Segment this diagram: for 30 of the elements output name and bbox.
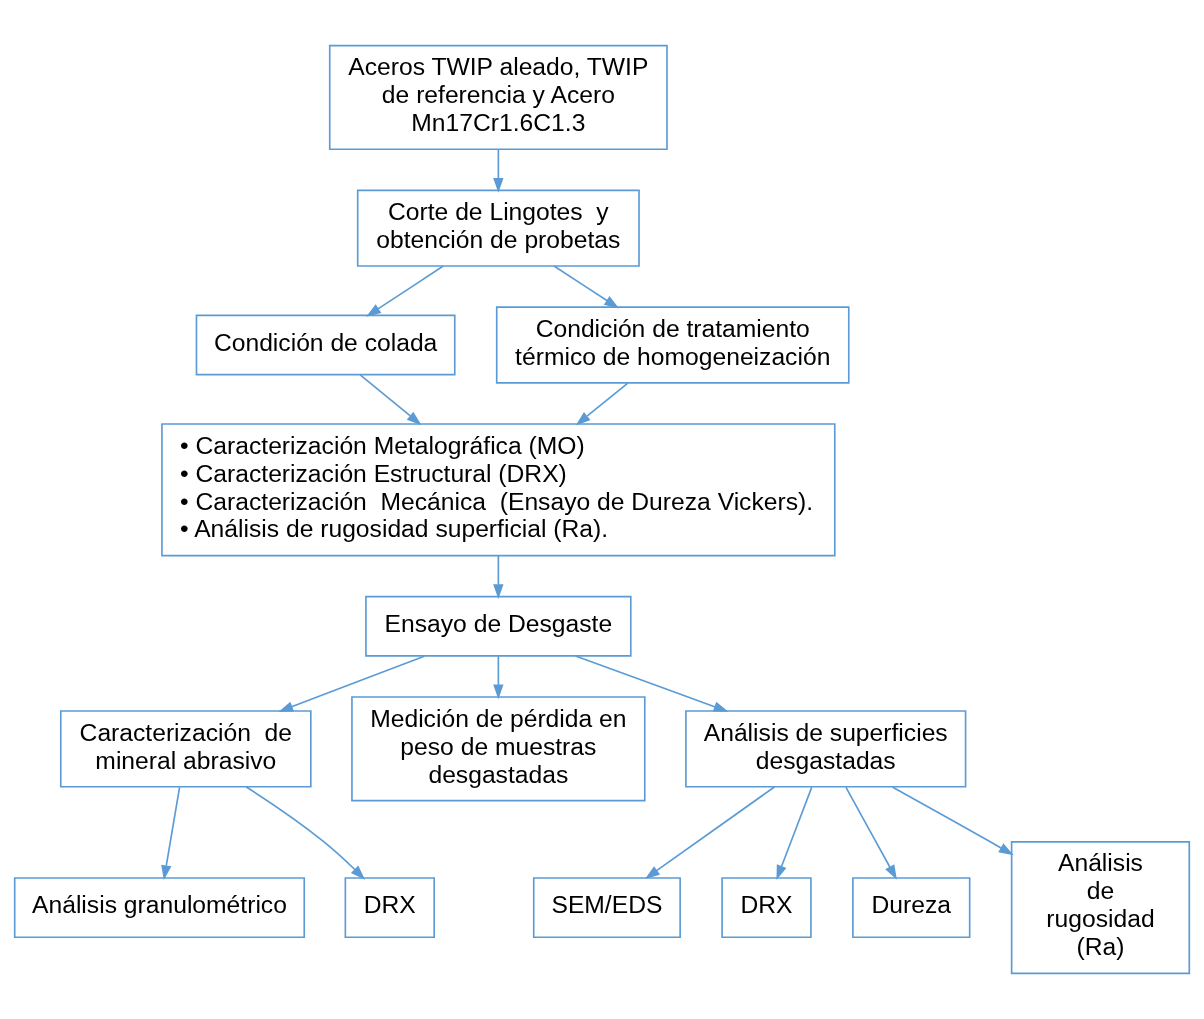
arrow: [891, 786, 1014, 856]
node-box: Corte de Lingotes y obtención de probetas: [356, 189, 640, 267]
node-box: SEM/EDS: [532, 877, 681, 939]
arrow: [366, 265, 445, 317]
node-box: Aceros TWIP aleado, TWIP de referencia y Acero Mn17Cr1.6C1.3: [328, 44, 668, 151]
node-box: Medición de pérdida en peso de muestras desgastadas: [351, 696, 646, 802]
node-box: Análisis de rugosidad (Ra): [1010, 841, 1191, 975]
arrow: [776, 786, 813, 880]
arrow: [245, 785, 366, 880]
arrow: [493, 655, 504, 700]
node-box: DRX: [721, 877, 812, 939]
arrow: [278, 655, 426, 712]
arrow: [161, 786, 181, 881]
arrow: [359, 374, 422, 426]
node-box: DRX: [344, 877, 436, 939]
node-box: Análisis granulométrico: [13, 877, 306, 939]
node-box: Condición de tratamiento térmico de homogeneización: [495, 306, 850, 384]
node-box: Condición de colada: [195, 314, 456, 376]
arrow: [574, 655, 729, 712]
node-box: Análisis de superficies desgastadas: [685, 710, 967, 788]
arrow: [575, 382, 629, 426]
node-box: Dureza: [852, 877, 971, 939]
node-box: Ensayo de Desgaste: [365, 595, 632, 657]
node-box: Caracterización de mineral abrasivo: [59, 710, 312, 788]
arrow: [845, 786, 897, 880]
node-box: • Caracterización Metalográfica (MO) • Caracterización Estructural (DRX) • Caracterización Mecánica (Ensayo de Dureza Vickers). • Análisis de rugosidad superficial (Ra).: [161, 423, 836, 557]
arrow: [644, 786, 776, 879]
arrow: [493, 554, 504, 600]
arrow: [493, 148, 504, 193]
arrow: [553, 265, 620, 309]
